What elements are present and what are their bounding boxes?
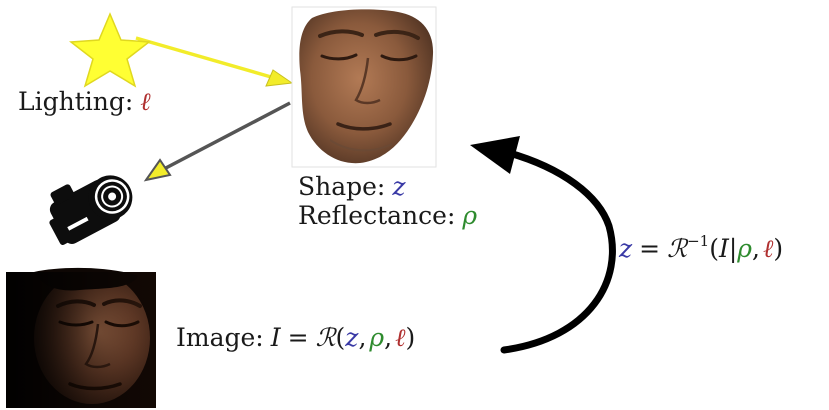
inverse-equation-ell: ℓ xyxy=(762,234,774,263)
image-equation-z: z xyxy=(345,323,359,352)
image-equation-comma2: , xyxy=(384,323,393,352)
reflectance-label: Reflectance:ρ xyxy=(298,203,477,228)
face-photo-image xyxy=(6,267,156,408)
inverse-equation-bar: | xyxy=(728,234,738,263)
inverse-equation-exponent: −1 xyxy=(687,232,710,250)
image-equation-R: ℛ xyxy=(315,323,336,352)
star-light-icon xyxy=(68,12,152,88)
camera-ray-arrow xyxy=(143,101,291,182)
shape-label-text: Shape: xyxy=(298,172,386,201)
shape-symbol: z xyxy=(392,172,406,201)
image-equation-equals: = xyxy=(287,323,309,352)
lighting-label: Lighting:ℓ xyxy=(18,89,151,114)
inverse-equation-z: z xyxy=(619,234,633,263)
image-equation-label: Image: xyxy=(176,323,264,352)
image-equation-open: ( xyxy=(335,323,346,352)
inverse-equation: z=ℛ−1(I|ρ,ℓ) xyxy=(619,232,784,263)
lighting-symbol: ℓ xyxy=(140,87,151,116)
image-equation-ell: ℓ xyxy=(395,323,406,352)
inverse-equation-open: ( xyxy=(709,234,719,263)
image-equation-close: ) xyxy=(405,323,416,352)
image-equation: Image:I=ℛ(z,ρ,ℓ) xyxy=(176,325,415,350)
inverse-equation-rho: ρ xyxy=(737,234,752,263)
inverse-equation-comma: , xyxy=(752,234,760,263)
lighting-label-text: Lighting: xyxy=(18,87,134,116)
face-shape-image xyxy=(291,6,437,168)
reflectance-symbol: ρ xyxy=(462,201,478,230)
camera-icon xyxy=(49,175,133,246)
inverse-equation-I: I xyxy=(718,234,729,263)
inverse-rendering-arrow xyxy=(470,136,616,354)
image-equation-I: I xyxy=(270,323,281,352)
reflectance-label-text: Reflectance: xyxy=(298,201,456,230)
image-equation-comma1: , xyxy=(358,323,367,352)
image-equation-rho: ρ xyxy=(369,323,385,352)
shape-label: Shape:z xyxy=(298,174,406,199)
inverse-equation-equals: = xyxy=(639,234,661,263)
inverse-equation-R: ℛ xyxy=(667,234,688,263)
light-ray-arrow xyxy=(135,36,294,87)
inverse-equation-close: ) xyxy=(773,234,784,263)
